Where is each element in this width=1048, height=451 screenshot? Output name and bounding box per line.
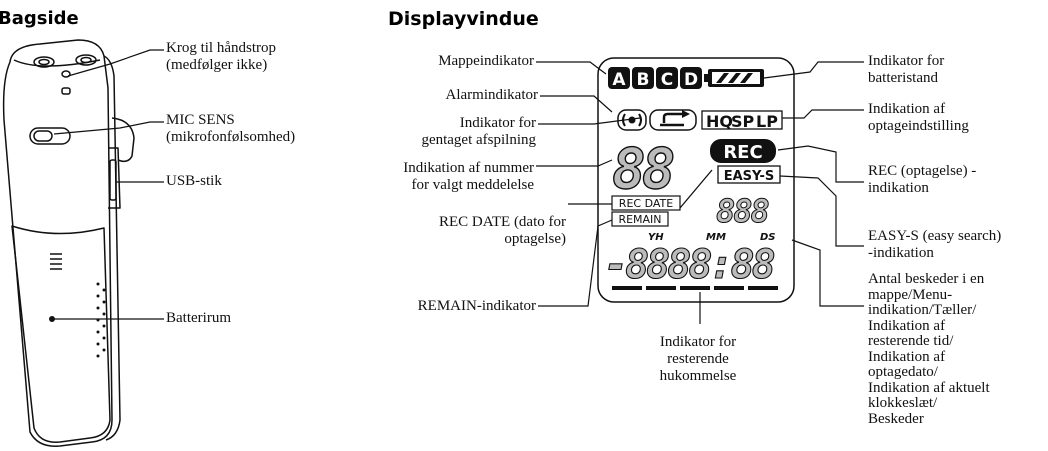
- label-usb-connector: USB-stik: [166, 173, 222, 190]
- lcd-message-number-digits: 88 88: [611, 136, 678, 202]
- label-counter-line6: Indikation af: [868, 348, 946, 365]
- label-battery-line1: Batterirum: [166, 310, 231, 326]
- label-message-number: Indikation af nummer for valgt meddelels…: [330, 160, 534, 194]
- label-mic-sens-line2: (mikrofonfølsomhed): [166, 129, 296, 145]
- label-battery-compartment: Batterirum: [166, 310, 231, 327]
- label-alarm-line1: Alarmindikator: [445, 87, 538, 103]
- label-folder-indicator: Mappeindikator: [330, 53, 534, 70]
- label-memory-line2: resterende: [667, 351, 729, 367]
- label-msg-number-line1: Indikation af nummer: [403, 160, 534, 176]
- label-battery-state: Indikator for batteristand: [868, 53, 944, 87]
- label-alarm-indicator: Alarmindikator: [330, 87, 538, 104]
- lcd-remain-text: REMAIN: [618, 213, 661, 226]
- lcd-counter-digits: -8888:88 -8888:88: [603, 241, 778, 288]
- lcd-easy-s-indicator: EASY-S: [717, 165, 781, 184]
- label-counter-line4: Indikation af: [868, 317, 946, 334]
- label-folder-line1: Mappeindikator: [438, 53, 534, 69]
- lcd-sub-labels: YH MM DS: [648, 232, 776, 243]
- recorder-device-illustration: [2, 39, 135, 447]
- label-counter-indications: Antal beskeder i en mappe/Menu- indikati…: [868, 271, 990, 427]
- label-mic-sens: MIC SENS (mikrofonfølsomhed): [166, 112, 295, 146]
- label-counter-line8: Indikation af aktuelt: [868, 379, 990, 396]
- svg-text:-8888:88: -8888:88: [604, 242, 775, 288]
- label-remaining-memory: Indikator for resterende hukommelse: [598, 334, 798, 385]
- label-counter-line5: resterende tid/: [868, 333, 954, 349]
- display-leader-lines: [536, 61, 864, 324]
- label-counter-line10: Beskeder: [868, 410, 924, 427]
- lcd-sub-label-ds: DS: [760, 232, 776, 243]
- lcd-folder-a: A: [612, 70, 626, 90]
- lcd-folder-b: B: [637, 70, 650, 90]
- label-memory-line1: Indikator for: [659, 334, 737, 350]
- label-strap-hook: Krog til håndstrop (medfølger ikke): [166, 40, 276, 74]
- label-counter-line2: mappe/Menu-: [868, 286, 953, 303]
- lcd-rec-text: REC: [723, 142, 762, 163]
- lcd-sub-label-yh: YH: [648, 232, 664, 243]
- label-counter-line7: optagedato/: [868, 364, 938, 380]
- lcd-rec-mode: HQ SP LP: [701, 110, 783, 131]
- lcd-folder-indicators: A B C D: [608, 67, 702, 90]
- label-counter-line3: indikation/Tæller/: [868, 302, 977, 318]
- lcd-folder-c: C: [661, 70, 673, 90]
- label-rec-date-line2: optagelse): [504, 231, 566, 247]
- label-rec-line1: REC (optagelse) -: [868, 163, 977, 179]
- label-repeat-line1: Indikator for: [459, 115, 536, 131]
- lcd-display: A B C D: [597, 57, 795, 303]
- label-easy-s-line2: -indikation: [868, 245, 934, 261]
- lcd-sub-label-mm: MM: [706, 232, 726, 243]
- lcd-mode-sp: SP: [731, 112, 755, 131]
- lcd-memory-bars: [612, 286, 778, 290]
- label-rec-date: REC DATE (dato for optagelse): [330, 214, 566, 248]
- label-strap-hook-line1: Krog til håndstrop: [166, 40, 276, 56]
- lcd-remain-indicator: REMAIN: [611, 211, 669, 227]
- speaker-grille-dots: [96, 282, 106, 358]
- svg-text:-8888:88: -8888:88: [604, 242, 775, 288]
- label-strap-hook-line2: (medfølger ikke): [166, 57, 268, 73]
- svg-text:88: 88: [612, 137, 674, 202]
- label-repeat-indicator: Indikator for gentaget afspilning: [330, 115, 536, 149]
- label-remain-line1: REMAIN-indikator: [417, 298, 536, 314]
- lcd-mode-lp: LP: [756, 112, 778, 131]
- label-rec-indicator: REC (optagelse) - indikation: [868, 163, 976, 197]
- label-easy-s: EASY-S (easy search) -indikation: [868, 228, 1001, 262]
- lcd-easy-s-text: EASY-S: [724, 169, 775, 184]
- heading-back-side: Bagside: [0, 8, 79, 29]
- label-msg-number-line2: for valgt meddelelse: [411, 177, 534, 193]
- label-rec-line2: indikation: [868, 180, 929, 196]
- label-rec-mode-line1: Indikation af: [868, 101, 946, 117]
- lcd-rec-indicator: REC: [710, 139, 776, 163]
- svg-text:88: 88: [612, 137, 674, 202]
- battery-pointer-dot: [49, 316, 55, 322]
- label-repeat-line2: gentaget afspilning: [421, 132, 536, 148]
- device-leader-lines: [52, 49, 164, 320]
- label-mic-sens-line1: MIC SENS: [166, 112, 235, 128]
- svg-text:888: 888: [716, 192, 769, 230]
- label-usb-line1: USB-stik: [166, 173, 222, 189]
- lcd-mode-hq: HQ: [706, 112, 733, 131]
- label-battery-state-line1: Indikator for: [868, 53, 945, 69]
- label-battery-state-line2: batteristand: [868, 70, 938, 86]
- svg-text:888: 888: [716, 192, 769, 230]
- label-counter-line9: klokkeslæt/: [868, 395, 938, 411]
- lcd-rec-date-text: REC DATE: [619, 197, 673, 210]
- label-counter-line1: Antal beskeder i en: [868, 271, 985, 287]
- label-rec-date-line1: REC DATE (dato for: [438, 214, 566, 230]
- label-memory-line3: hukommelse: [659, 368, 737, 384]
- lcd-rec-date-indicator: REC DATE: [611, 195, 681, 211]
- label-remain-indicator: REMAIN-indikator: [330, 298, 536, 315]
- label-easy-s-line1: EASY-S (easy search): [868, 228, 1002, 244]
- label-rec-mode-line2: optageindstilling: [868, 118, 969, 134]
- lcd-repeat-icon: [649, 109, 697, 131]
- label-rec-mode: Indikation af optageindstilling: [868, 101, 969, 135]
- lcd-folder-d: D: [684, 70, 698, 90]
- lcd-battery-icon: [704, 69, 764, 87]
- lcd-small-digits: 888 888: [716, 192, 772, 231]
- heading-display-window: Displayvindue: [388, 8, 539, 30]
